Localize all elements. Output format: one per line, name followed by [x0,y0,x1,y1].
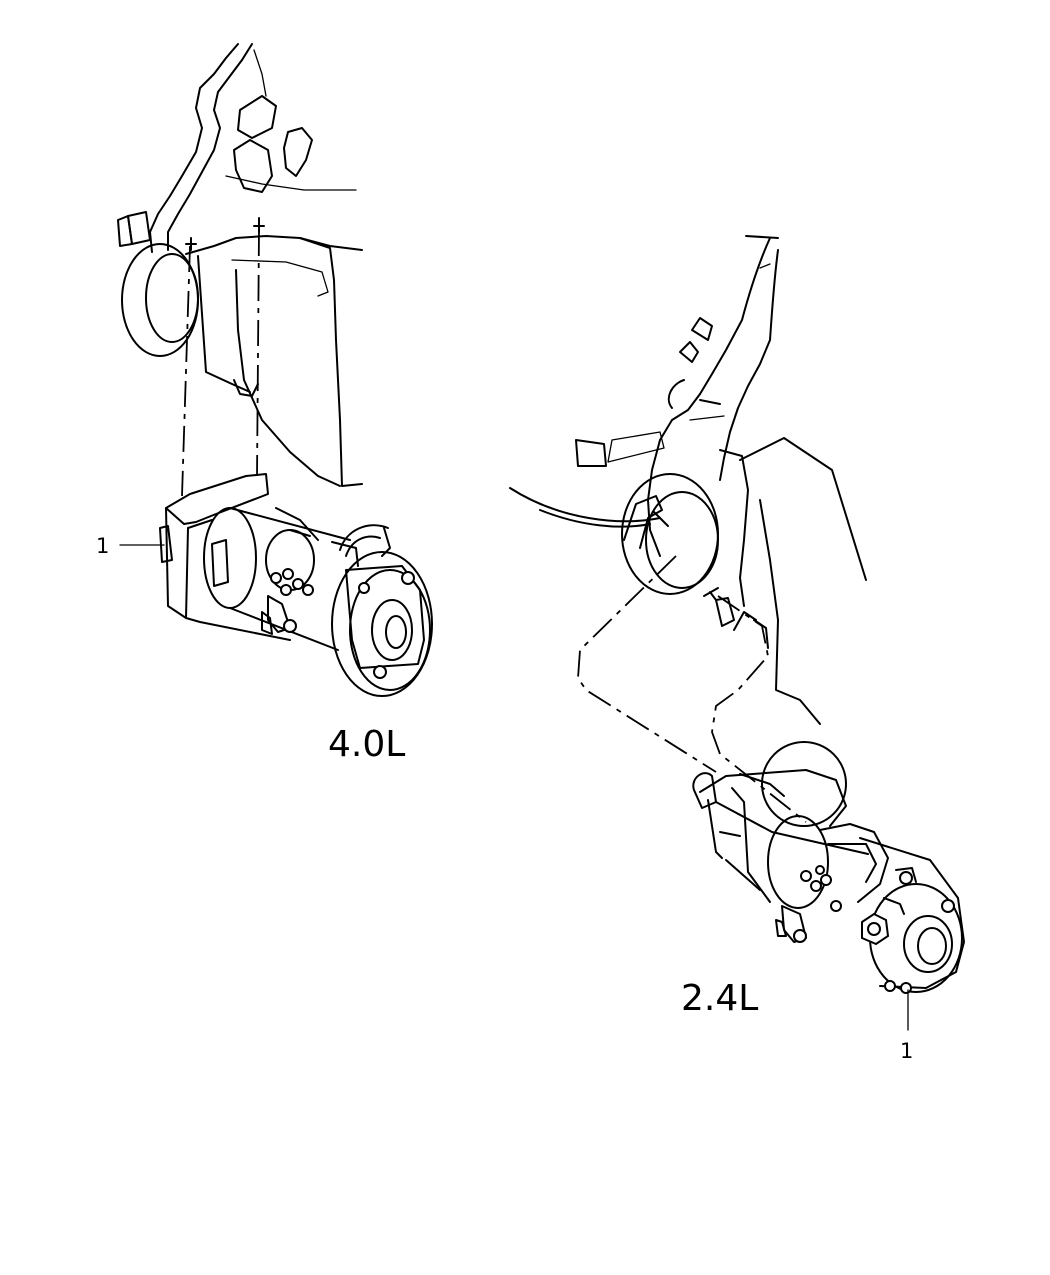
engine-block-2-4l [509,235,867,725]
starter-motor-4-0l [159,473,433,697]
engine-label-2-4l: 2.4L [681,978,758,1019]
alignment-lines-4-0l [181,229,260,497]
engine-block-4-0l [117,43,363,487]
alignment-lines-2-4l [577,555,807,823]
starter-motor-2-4l [692,741,965,994]
callout-number-2-4l: 1 [900,1039,913,1063]
terminal-studs-4-0l [261,568,314,635]
terminal-studs-2-4l [775,865,917,943]
engine-label-4-0l: 4.0L [328,724,405,765]
callout-number-4-0l: 1 [96,534,109,558]
